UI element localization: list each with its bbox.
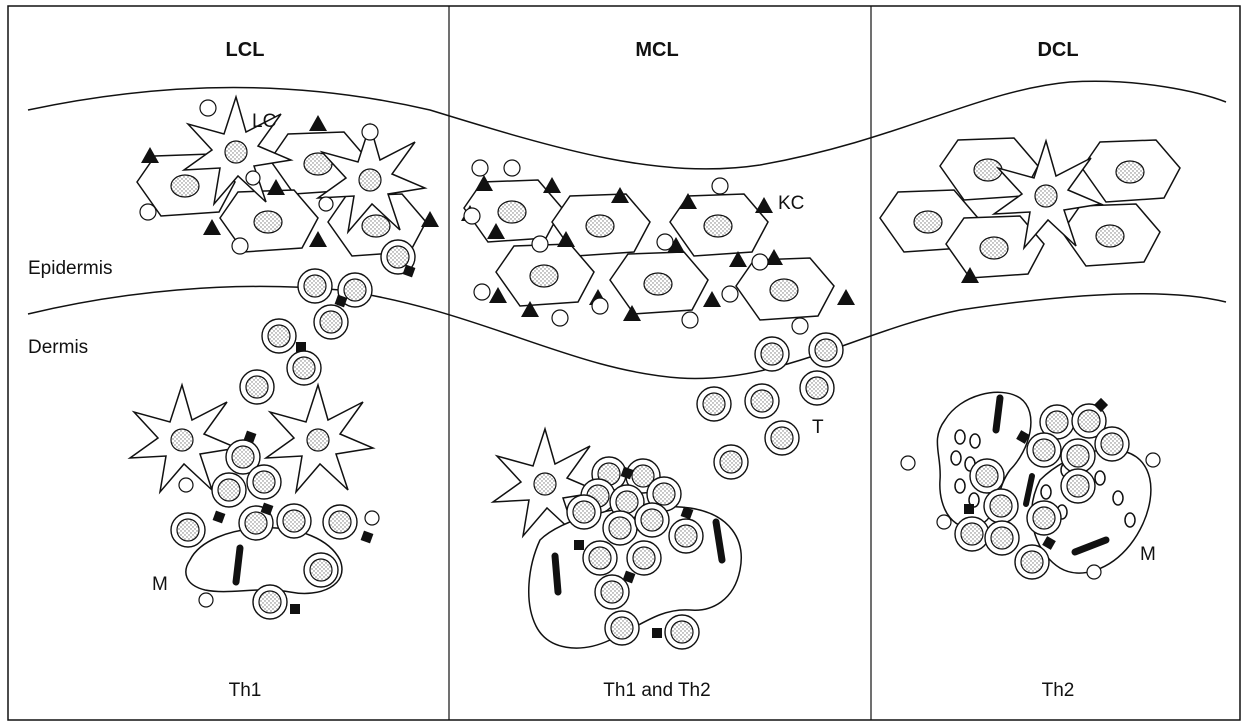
mcl-dermis-granuloma [492,428,742,650]
dermis-label: Dermis [28,337,89,358]
dermal-junction-line [27,285,1227,380]
epidermis-label: Epidermis [28,258,113,279]
mcl-epidermis-keratinocytes [461,159,855,335]
lcl-dermis-granuloma [129,384,380,620]
column-footer-mcl: Th1 and Th2 [603,680,711,701]
macrophage-label-dcl: M [1140,544,1156,565]
lcl-epidermis-cells [136,96,439,257]
lcl-migrating-t-cells [239,239,416,405]
column-header-lcl: LCL [225,39,265,61]
macrophage-label-lcl: M [152,574,168,595]
skin-surface-line [27,80,1227,170]
kc-label: KC [778,193,805,214]
column-header-mcl: MCL [635,39,679,61]
column-footer-dcl: Th2 [1041,680,1075,701]
column-footer-lcl: Th1 [228,680,262,701]
lc-label: LC [252,111,277,132]
figure-border [7,5,1241,721]
dcl-dermis-granuloma [900,391,1161,580]
column-header-dcl: DCL [1037,39,1079,61]
t-cell-label: T [812,417,824,438]
